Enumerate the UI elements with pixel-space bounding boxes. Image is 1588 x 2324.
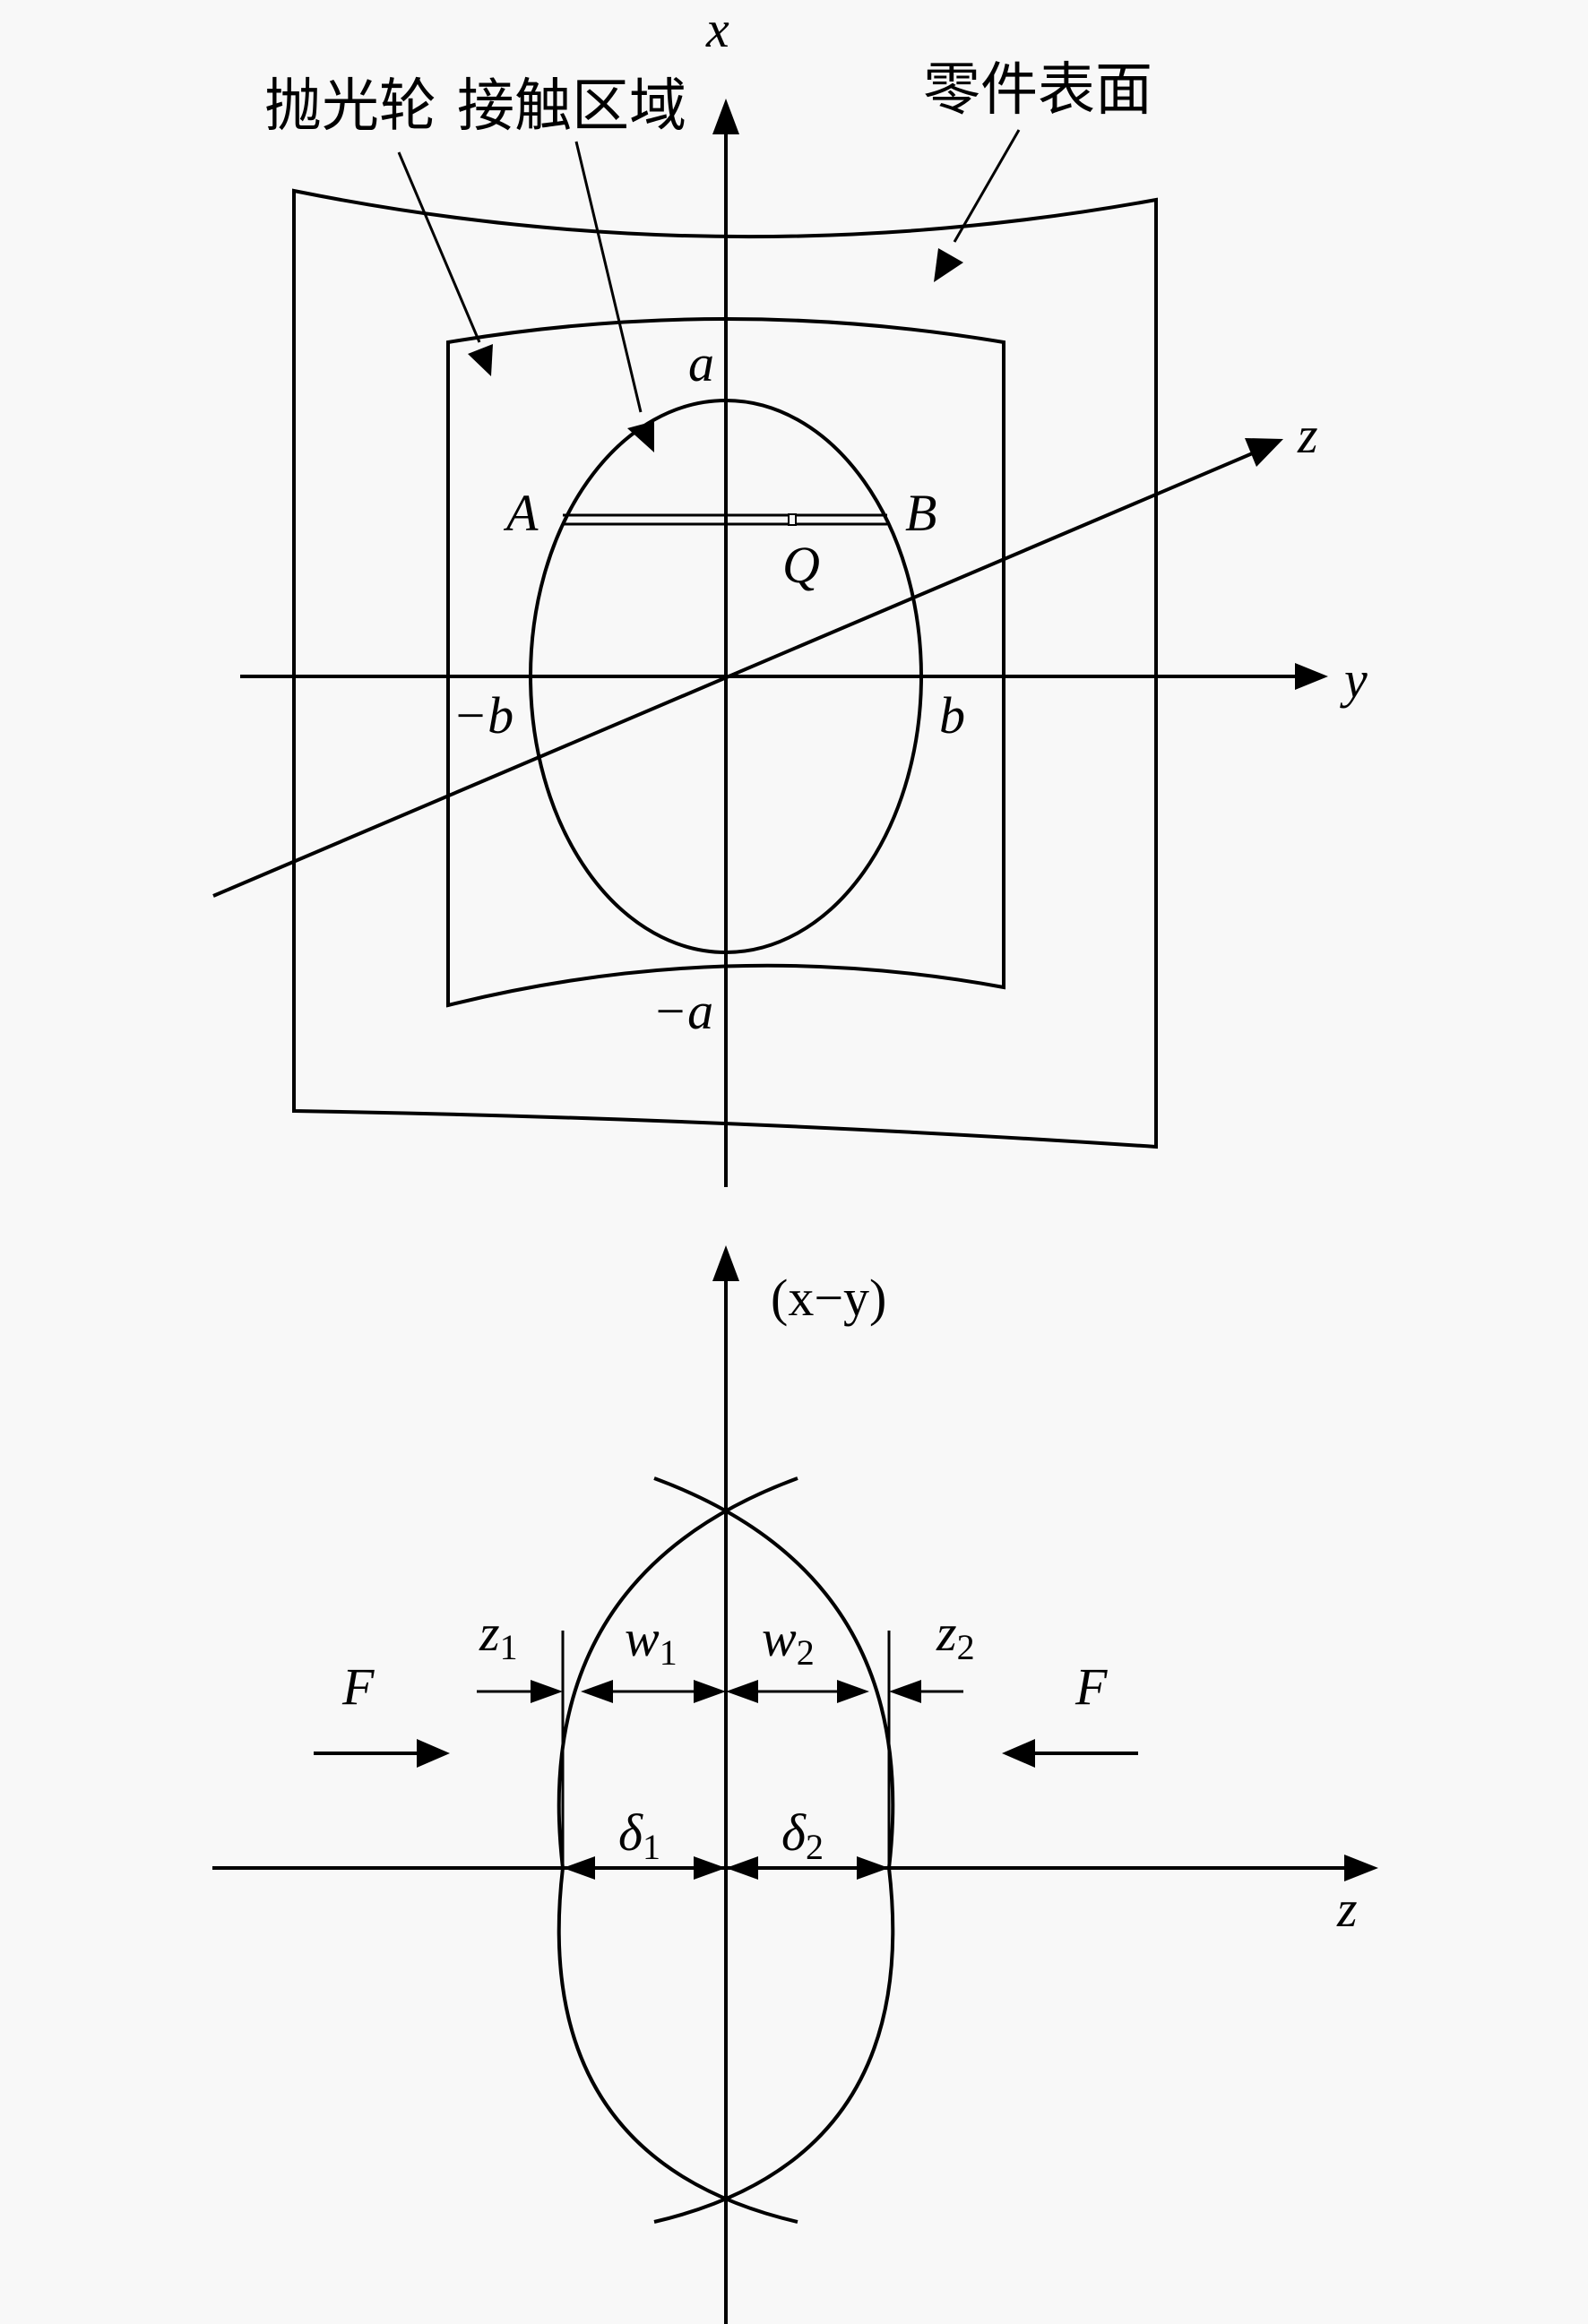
xy-axis-label: (x−y)	[771, 1269, 886, 1327]
surface-leader-line	[953, 129, 1021, 243]
label-point-B: B	[905, 484, 936, 542]
top-figure: 抛光轮 接触区域 零件表面 x y z a −a b −b A B Q	[212, 0, 1368, 1187]
label-neg-b: −b	[453, 686, 514, 745]
delta2-label: δ2	[781, 1803, 824, 1867]
z-axis-label: z	[1297, 406, 1318, 464]
polishing-wheel-label: 抛光轮	[264, 73, 436, 140]
part-surface-label: 零件表面	[923, 57, 1152, 124]
z-axis-arrowhead	[1245, 438, 1283, 467]
force-right-label: F	[1074, 1657, 1108, 1716]
xy-axis-arrowhead	[712, 1245, 739, 1281]
bottom-figure: (x−y) z F F z1 w1 w2 z2 δ1 δ2	[212, 1245, 1378, 2324]
delta1-right-arrowhead	[694, 1856, 726, 1880]
contact-leader-line	[574, 141, 643, 413]
w1-left-arrowhead	[581, 1680, 613, 1703]
delta1-label: δ1	[618, 1803, 660, 1867]
z-axis	[212, 451, 1256, 898]
label-neg-a: −a	[652, 982, 713, 1040]
surface-leader-arrowhead	[934, 248, 963, 282]
delta2-left-arrowhead	[726, 1856, 758, 1880]
y-axis-arrowhead	[1295, 663, 1328, 690]
polishing-wheel-outline	[446, 317, 1005, 1008]
z-axis-bottom-label: z	[1336, 1880, 1358, 1938]
label-a: a	[688, 334, 714, 392]
delta2-right-arrowhead	[857, 1856, 889, 1880]
force-right-arrowhead	[1002, 1739, 1035, 1768]
x-axis-arrowhead	[712, 99, 739, 134]
label-b: b	[939, 686, 965, 745]
z2-label: z2	[936, 1604, 975, 1667]
y-axis-label: y	[1340, 650, 1368, 709]
z2-arrowhead	[889, 1680, 921, 1703]
label-point-A: A	[503, 484, 539, 542]
label-point-Q: Q	[782, 536, 820, 594]
x-axis-label: x	[705, 0, 729, 58]
wheel-leader-line	[397, 151, 481, 343]
contact-region-label: 接触区域	[457, 73, 686, 140]
w2-left-arrowhead	[726, 1680, 758, 1703]
z1-label: z1	[479, 1604, 518, 1667]
delta1-left-arrowhead	[563, 1856, 595, 1880]
force-left-label: F	[341, 1657, 375, 1716]
wheel-leader-arrowhead	[468, 344, 493, 376]
contact-leader-arrowhead	[627, 421, 654, 452]
point-q-marker	[788, 513, 797, 526]
w2-label: w2	[762, 1609, 815, 1673]
force-left-arrowhead	[417, 1739, 450, 1768]
w2-right-arrowhead	[837, 1680, 869, 1703]
w1-right-arrowhead	[694, 1680, 726, 1703]
z-axis-bottom-arrowhead	[1344, 1855, 1378, 1881]
part-surface-outline	[292, 188, 1158, 1149]
z1-arrowhead	[531, 1680, 563, 1703]
w1-label: w1	[625, 1609, 677, 1673]
